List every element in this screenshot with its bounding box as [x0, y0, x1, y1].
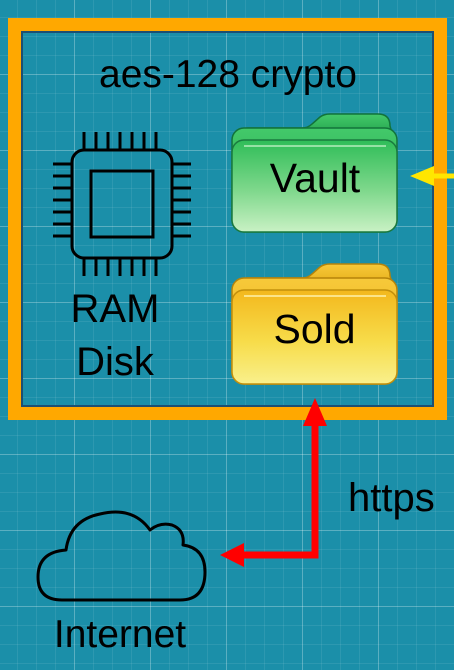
- container-title: aes-128 crypto: [99, 53, 357, 96]
- crypto-container: [8, 18, 447, 420]
- vault-folder-label[interactable]: Vault: [269, 155, 361, 201]
- cloud-icon: [36, 510, 207, 602]
- inbound-arrow: [410, 166, 454, 186]
- vault-folder-icon[interactable]: [231, 113, 398, 233]
- ram-disk-label-line2: Disk: [76, 340, 154, 384]
- https-label: https: [348, 476, 435, 520]
- internet-label: Internet: [53, 613, 187, 656]
- https-connector-arrow: [220, 398, 327, 567]
- ram-disk-label-line1: RAM: [70, 287, 160, 331]
- sold-folder-label[interactable]: Sold: [273, 306, 356, 352]
- sold-folder-icon[interactable]: [231, 263, 398, 385]
- chip-icon: [53, 132, 191, 276]
